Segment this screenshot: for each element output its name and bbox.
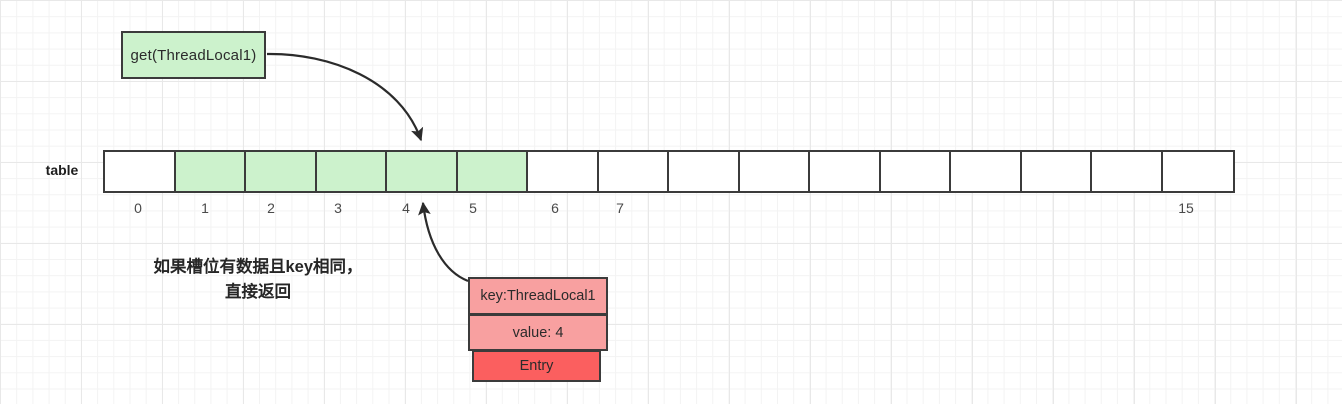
table-index-label-3: 3 (334, 200, 342, 216)
table-slot-0 (105, 152, 176, 191)
table-slot-11 (880, 152, 951, 191)
get-threadlocal1-box: get(ThreadLocal1) (121, 31, 266, 79)
table-slot-9 (739, 152, 810, 191)
table-slot-15 (1162, 152, 1233, 191)
table-slot-3 (316, 152, 387, 191)
table-slot-13 (1021, 152, 1092, 191)
table-index-label-15: 15 (1178, 200, 1194, 216)
explanation-note-line2: 直接返回 (225, 283, 291, 301)
table-slot-1 (175, 152, 246, 191)
table-label: table (45, 162, 79, 178)
table-slot-2 (246, 152, 317, 191)
table-slot-12 (951, 152, 1022, 191)
table-index-label-6: 6 (551, 200, 559, 216)
entry-type-box: Entry (472, 350, 601, 382)
table-slot-10 (810, 152, 881, 191)
entry-key-box: key:ThreadLocal1 (468, 277, 608, 315)
table-slot-7 (598, 152, 669, 191)
table-slot-4 (387, 152, 458, 191)
table-slot-14 (1092, 152, 1163, 191)
table-index-label-1: 1 (201, 200, 209, 216)
table-index-label-2: 2 (267, 200, 275, 216)
entry-value-box: value: 4 (468, 314, 608, 351)
table-index-label-0: 0 (134, 200, 142, 216)
table-slot-row (103, 150, 1235, 193)
table-slot-5 (457, 152, 528, 191)
table-slot-8 (669, 152, 740, 191)
table-index-label-5: 5 (469, 200, 477, 216)
explanation-note: 如果槽位有数据且key相同， 直接返回 (108, 255, 408, 305)
table-index-label-7: 7 (616, 200, 624, 216)
table-slot-6 (528, 152, 599, 191)
explanation-note-line1: 如果槽位有数据且key相同， (153, 258, 363, 276)
table-index-label-4: 4 (402, 200, 410, 216)
arrow-call-to-slot (266, 52, 424, 142)
